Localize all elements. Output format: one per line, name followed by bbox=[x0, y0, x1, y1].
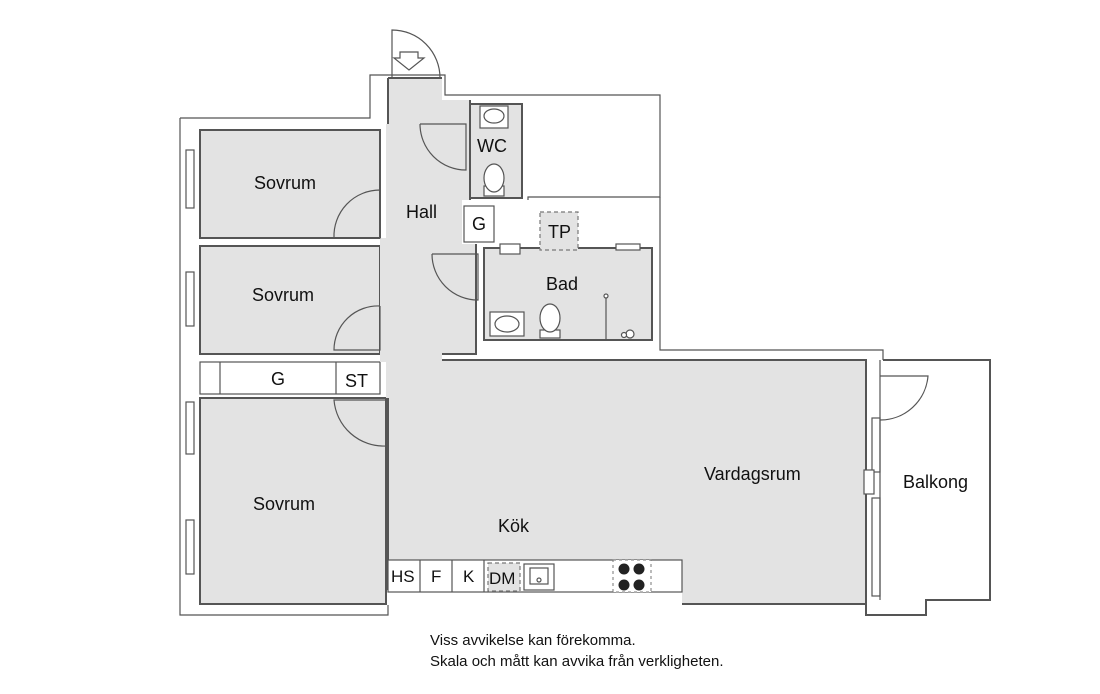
sovrum-3-floor bbox=[200, 398, 386, 604]
stove-icon bbox=[612, 559, 652, 593]
sovrum-1-floor bbox=[200, 130, 380, 238]
wc-label: WC bbox=[477, 136, 507, 156]
f-label: F bbox=[431, 567, 441, 586]
entrance-arrow-icon bbox=[392, 51, 426, 71]
tp-box bbox=[539, 211, 579, 251]
dm-label: DM bbox=[489, 569, 515, 588]
wardrobe-strip bbox=[199, 361, 381, 395]
door-arcs bbox=[333, 29, 929, 447]
k-label: K bbox=[463, 567, 475, 586]
tp-label: TP bbox=[548, 222, 571, 242]
vardagsrum-label: Vardagsrum bbox=[704, 464, 801, 484]
sovrum-3-label: Sovrum bbox=[253, 494, 315, 514]
dm-box bbox=[487, 562, 521, 592]
sovrum-1-walls bbox=[199, 129, 381, 239]
kitchen-counter bbox=[387, 559, 683, 593]
sovrum-2-floor bbox=[200, 246, 380, 354]
hall-g-label: G bbox=[472, 214, 486, 234]
bad-radiator bbox=[499, 243, 521, 255]
hall-kitchen-living-floor bbox=[380, 78, 866, 604]
hall-label: Hall bbox=[406, 202, 437, 222]
hall-g-box bbox=[463, 205, 495, 243]
balkong-label: Balkong bbox=[903, 472, 968, 492]
st-label: ST bbox=[345, 371, 368, 391]
disclaimer-line-1: Viss avvikelse kan förekomma. bbox=[430, 632, 636, 649]
sovrum-2-label: Sovrum bbox=[252, 285, 314, 305]
west-windows bbox=[185, 149, 195, 575]
disclaimer-line-2: Skala och mått kan avvika från verklighe… bbox=[430, 653, 724, 670]
sovrum-1-label: Sovrum bbox=[254, 173, 316, 193]
wc-toilet bbox=[483, 163, 505, 193]
floor-drain-icon bbox=[620, 329, 635, 339]
sovrum-3-walls bbox=[199, 397, 387, 605]
bad-shelf bbox=[615, 243, 641, 251]
wc-walls bbox=[469, 103, 523, 199]
balcony bbox=[863, 359, 991, 616]
wardrobe-g-label: G bbox=[271, 369, 285, 389]
bad-toilet bbox=[539, 303, 561, 333]
bad-label: Bad bbox=[546, 274, 578, 294]
hs-label: HS bbox=[391, 567, 415, 586]
outer-walls bbox=[179, 74, 884, 616]
disclaimer: Viss avvikelse kan förekomma. Skala och … bbox=[430, 630, 723, 672]
kok-label: Kök bbox=[498, 516, 530, 536]
